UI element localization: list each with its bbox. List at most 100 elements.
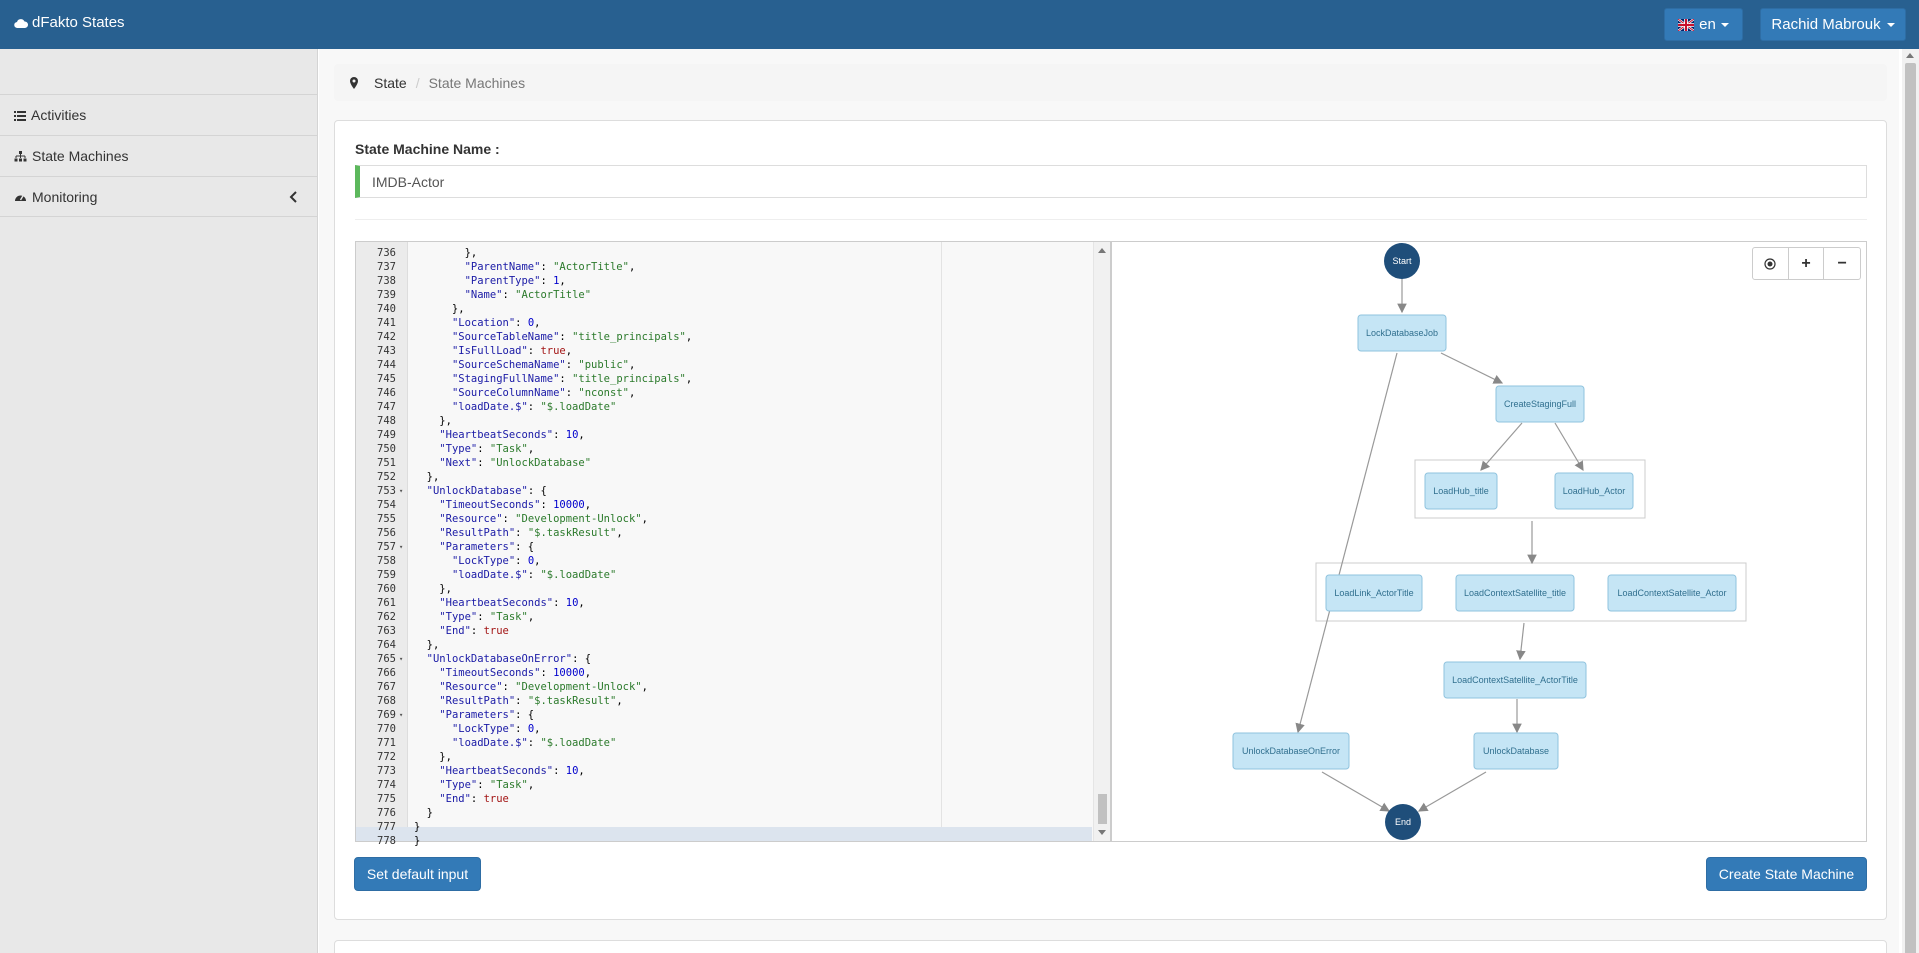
breadcrumb-separator: / [415, 74, 420, 91]
code-line[interactable]: 744 "SourceSchemaName": "public", [356, 358, 1092, 372]
code-line[interactable]: 762 "Type": "Task", [356, 610, 1092, 624]
graph-node-load-context-satellite-title[interactable]: LoadContextSatellite_title [1455, 574, 1575, 612]
code-line[interactable]: 742 "SourceTableName": "title_principals… [356, 330, 1092, 344]
code-line[interactable]: 741 "Location": 0, [356, 316, 1092, 330]
fold-toggle-icon[interactable]: ▾ [399, 711, 404, 719]
code-line[interactable]: 773 "HeartbeatSeconds": 10, [356, 764, 1092, 778]
code-line[interactable]: 778} [356, 834, 1092, 848]
code-text: "SourceColumnName": "nconst", [451, 387, 636, 399]
code-line[interactable]: 750 "Type": "Task", [356, 442, 1092, 456]
code-line[interactable]: 759 "loadDate.$": "$.loadDate" [356, 568, 1092, 582]
graph-node-load-hub-title[interactable]: LoadHub_title [1424, 472, 1498, 510]
json-code-editor[interactable]: 736 },737 "ParentName": "ActorTitle",738… [355, 241, 1111, 847]
graph-node-load-context-satellite-actor[interactable]: LoadContextSatellite_Actor [1607, 574, 1737, 612]
code-line[interactable]: 743 "IsFullLoad": true, [356, 344, 1092, 358]
line-number: 748 [377, 415, 396, 427]
chevron-left-icon[interactable] [289, 191, 298, 203]
code-line[interactable]: 772 }, [356, 750, 1092, 764]
line-number: 745 [377, 373, 396, 385]
code-line[interactable]: 748 }, [356, 414, 1092, 428]
fold-toggle-icon[interactable]: ▾ [399, 543, 404, 551]
user-menu-dropdown[interactable]: Rachid Mabrouk [1760, 8, 1906, 41]
sidebar-item-monitoring[interactable]: Monitoring [0, 176, 318, 217]
graph-node-unlock-database[interactable]: UnlockDatabase [1473, 732, 1559, 770]
code-line[interactable]: 777} [356, 820, 1092, 834]
zoom-in-button[interactable]: + [1789, 248, 1825, 279]
editor-scroll-thumb[interactable] [1098, 794, 1107, 824]
code-line[interactable]: 749 "HeartbeatSeconds": 10, [356, 428, 1092, 442]
editor-scrollbar[interactable] [1093, 242, 1110, 841]
graph-node-start[interactable]: Start [1384, 243, 1420, 279]
code-line[interactable]: 771 "loadDate.$": "$.loadDate" [356, 736, 1092, 750]
code-line[interactable]: 753▾ "UnlockDatabase": { [356, 484, 1092, 498]
code-line[interactable]: 763 "End": true [356, 624, 1092, 638]
brand-link[interactable]: dFakto States [14, 14, 125, 31]
code-line[interactable]: 747 "loadDate.$": "$.loadDate" [356, 400, 1092, 414]
code-line[interactable]: 757▾ "Parameters": { [356, 540, 1092, 554]
page-scrollbar[interactable] [1902, 49, 1919, 953]
line-number: 736 [377, 247, 396, 259]
set-default-input-button[interactable]: Set default input [354, 857, 481, 891]
code-text: "Resource": "Development-Unlock", [439, 681, 648, 693]
line-number: 766 [377, 667, 396, 679]
fold-toggle-icon[interactable]: ▾ [399, 655, 404, 663]
code-line[interactable]: 760 }, [356, 582, 1092, 596]
scroll-up-arrow-icon[interactable] [1906, 53, 1914, 58]
code-line[interactable]: 752 }, [356, 470, 1092, 484]
fold-toggle-icon[interactable]: ▾ [399, 487, 404, 495]
code-line[interactable]: 745 "StagingFullName": "title_principals… [356, 372, 1092, 386]
language-dropdown[interactable]: en [1664, 8, 1743, 41]
code-line[interactable]: 768 "ResultPath": "$.taskResult", [356, 694, 1092, 708]
center-graph-button[interactable] [1753, 248, 1789, 279]
code-line[interactable]: 776 } [356, 806, 1092, 820]
code-line[interactable]: 751 "Next": "UnlockDatabase" [356, 456, 1092, 470]
graph-node-load-hub-actor[interactable]: LoadHub_Actor [1554, 472, 1634, 510]
line-number: 765 [377, 653, 396, 665]
state-machine-name-input[interactable] [355, 165, 1867, 198]
dashboard-icon [15, 194, 26, 201]
code-line[interactable]: 758 "LockType": 0, [356, 554, 1092, 568]
scroll-up-arrow-icon[interactable] [1098, 248, 1106, 253]
create-state-machine-button[interactable]: Create State Machine [1706, 857, 1867, 891]
sidebar-item-activities[interactable]: Activities [0, 94, 318, 135]
code-line[interactable]: 746 "SourceColumnName": "nconst", [356, 386, 1092, 400]
state-machine-graph[interactable]: Start LockDatabaseJob CreateStagingFull … [1111, 241, 1867, 842]
code-line[interactable]: 774 "Type": "Task", [356, 778, 1092, 792]
code-text: "StagingFullName": "title_principals", [451, 373, 693, 385]
code-text: "Parameters": { [439, 541, 535, 553]
code-line[interactable]: 765▾ "UnlockDatabaseOnError": { [356, 652, 1092, 666]
code-line[interactable]: 756 "ResultPath": "$.taskResult", [356, 526, 1092, 540]
page-scroll-thumb[interactable] [1905, 63, 1916, 953]
code-line[interactable]: 740 }, [356, 302, 1092, 316]
graph-node-unlock-database-on-error[interactable]: UnlockDatabaseOnError [1232, 732, 1350, 770]
code-line[interactable]: 766 "TimeoutSeconds": 10000, [356, 666, 1092, 680]
code-line[interactable]: 738 "ParentType": 1, [356, 274, 1092, 288]
code-text: "ParentName": "ActorTitle", [464, 261, 636, 273]
code-text: "SourceTableName": "title_principals", [451, 331, 693, 343]
graph-node-load-link-actor-title[interactable]: LoadLink_ActorTitle [1325, 574, 1423, 612]
graph-canvas[interactable]: Start LockDatabaseJob CreateStagingFull … [1112, 242, 1866, 841]
line-number: 760 [377, 583, 396, 595]
breadcrumb-state-link[interactable]: State [374, 74, 407, 91]
code-line[interactable]: 754 "TimeoutSeconds": 10000, [356, 498, 1092, 512]
graph-node-load-context-satellite-actor-title[interactable]: LoadContextSatellite_ActorTitle [1443, 661, 1587, 699]
code-line[interactable]: 761 "HeartbeatSeconds": 10, [356, 596, 1092, 610]
code-line[interactable]: 737 "ParentName": "ActorTitle", [356, 260, 1092, 274]
breadcrumb: State / State Machines [334, 64, 1887, 101]
sidebar-item-state-machines[interactable]: State Machines [0, 135, 318, 176]
graph-node-end[interactable]: End [1385, 804, 1421, 840]
code-line[interactable]: 739 "Name": "ActorTitle" [356, 288, 1092, 302]
code-line[interactable]: 736 }, [356, 246, 1092, 260]
graph-node-create-staging-full[interactable]: CreateStagingFull [1495, 385, 1585, 423]
svg-text:UnlockDatabase: UnlockDatabase [1483, 746, 1549, 756]
zoom-out-button[interactable]: − [1824, 248, 1860, 279]
code-line[interactable]: 755 "Resource": "Development-Unlock", [356, 512, 1092, 526]
code-line[interactable]: 770 "LockType": 0, [356, 722, 1092, 736]
code-line[interactable]: 769▾ "Parameters": { [356, 708, 1092, 722]
graph-node-lock-database-job[interactable]: LockDatabaseJob [1357, 314, 1447, 352]
code-line[interactable]: 775 "End": true [356, 792, 1092, 806]
code-line[interactable]: 764 }, [356, 638, 1092, 652]
code-text: }, [414, 751, 452, 763]
code-line[interactable]: 767 "Resource": "Development-Unlock", [356, 680, 1092, 694]
scroll-down-arrow-icon[interactable] [1098, 830, 1106, 835]
